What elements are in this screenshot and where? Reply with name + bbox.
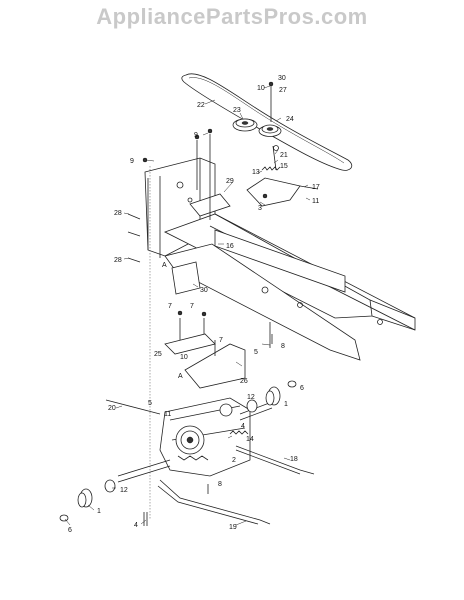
idler-pulley-24[interactable] bbox=[258, 124, 282, 137]
callout-8: 8 bbox=[218, 481, 222, 488]
callout-14: 14 bbox=[246, 436, 254, 443]
callout-4: 4 bbox=[241, 423, 245, 430]
mounting-bracket-26[interactable] bbox=[184, 343, 246, 389]
callout-29: 29 bbox=[226, 178, 234, 185]
callout-28: 28 bbox=[114, 257, 122, 264]
callout-11: 11 bbox=[164, 411, 171, 418]
callout-10: 10 bbox=[257, 85, 265, 92]
control-rod-18[interactable] bbox=[235, 445, 315, 475]
callout-16: 16 bbox=[226, 243, 234, 250]
callout-19: 19 bbox=[229, 524, 237, 531]
control-rod-19[interactable] bbox=[157, 479, 271, 525]
idler-bracket[interactable] bbox=[246, 177, 301, 207]
callout-5: 5 bbox=[148, 400, 152, 407]
callout-21: 21 bbox=[280, 152, 288, 159]
wheel-hub-right[interactable] bbox=[246, 380, 297, 413]
callout-9: 9 bbox=[194, 132, 198, 139]
callout-13: 13 bbox=[252, 169, 260, 176]
callout-A: A bbox=[178, 373, 183, 380]
callout-17: 17 bbox=[312, 184, 320, 191]
control-rod-20[interactable] bbox=[105, 399, 161, 415]
callout-2: 2 bbox=[232, 457, 236, 464]
callout-20: 20 bbox=[108, 405, 116, 412]
callout-4: 4 bbox=[134, 522, 138, 529]
callout-30: 30 bbox=[200, 287, 208, 294]
callout-28: 28 bbox=[114, 210, 122, 217]
wheel-hub-left[interactable] bbox=[59, 479, 116, 522]
callout-7: 7 bbox=[219, 337, 223, 344]
callout-6: 6 bbox=[300, 385, 304, 392]
callout-8: 8 bbox=[281, 343, 285, 350]
callout-30: 30 bbox=[278, 75, 286, 82]
transaxle-assembly[interactable] bbox=[159, 397, 251, 477]
callout-10: 10 bbox=[180, 354, 188, 361]
tension-spring[interactable] bbox=[261, 166, 281, 171]
callout-26: 26 bbox=[240, 378, 248, 385]
callout-15: 15 bbox=[280, 163, 288, 170]
frame-weldment[interactable] bbox=[144, 157, 416, 361]
callout-12: 12 bbox=[120, 487, 128, 494]
watermark: AppliancePartsPros.com bbox=[96, 4, 368, 29]
callout-6: 6 bbox=[68, 527, 72, 534]
callout-27: 27 bbox=[279, 87, 287, 94]
callout-A: A bbox=[162, 262, 167, 269]
callout-3: 3 bbox=[258, 205, 262, 212]
callout-23: 23 bbox=[233, 107, 241, 114]
spring-14[interactable] bbox=[229, 430, 249, 435]
callout-24: 24 bbox=[286, 116, 294, 123]
callout-5: 5 bbox=[254, 349, 258, 356]
drive-belt[interactable] bbox=[181, 73, 353, 171]
callout-7: 7 bbox=[190, 303, 194, 310]
callout-1: 1 bbox=[97, 508, 101, 515]
callout-22: 22 bbox=[197, 102, 205, 109]
callout-18: 18 bbox=[290, 456, 298, 463]
callout-25: 25 bbox=[154, 351, 162, 358]
callout-1: 1 bbox=[284, 401, 288, 408]
callout-7: 7 bbox=[168, 303, 172, 310]
mounting-bracket-25[interactable] bbox=[164, 333, 216, 355]
bracket-30[interactable] bbox=[171, 261, 201, 295]
callout-12: 12 bbox=[247, 394, 255, 401]
callout-11: 11 bbox=[312, 198, 319, 205]
callout-9: 9 bbox=[130, 158, 134, 165]
idler-pulley-23[interactable] bbox=[232, 118, 258, 132]
